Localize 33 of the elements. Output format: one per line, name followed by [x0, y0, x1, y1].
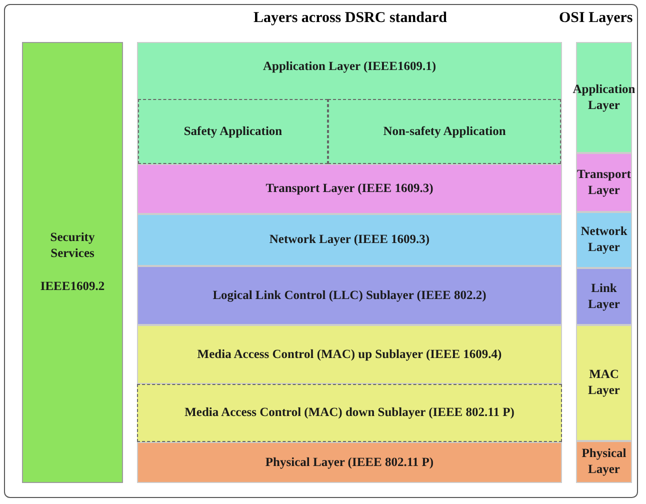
layer-label: Application Layer	[572, 82, 636, 114]
layer-label: Physical Layer (IEEE 802.11 P)	[264, 454, 435, 470]
layer-label: Network Layer	[580, 224, 628, 256]
column-heading: OSI Layers	[559, 10, 633, 27]
layer-label: Network Layer (IEEE 1609.3)	[268, 232, 431, 248]
layer-label: IEEE1609.2	[39, 279, 106, 295]
layer-box	[137, 266, 562, 325]
layer-box	[328, 99, 561, 164]
layer-label: Safety Application	[182, 124, 284, 140]
layer-box	[576, 268, 632, 325]
layer-label: Physical Layer	[580, 446, 628, 478]
layer-box	[576, 325, 632, 441]
layer-label: Transport Layer	[576, 166, 632, 198]
layer-label: Non-safety Application	[382, 124, 507, 140]
column-heading: Layers across DSRC standard	[254, 10, 447, 27]
layer-label: Transport Layer (IEEE 1609.3)	[264, 181, 434, 197]
layer-box	[137, 325, 562, 384]
layer-label: Application Layer (IEEE1609.1)	[262, 59, 438, 75]
layer-box	[22, 42, 123, 483]
layer-label: Link Layer	[587, 280, 621, 312]
layer-label: Media Access Control (MAC) up Sublayer (IEEE 1609.4)	[196, 346, 503, 362]
layer-box	[576, 212, 632, 268]
layer-label: Logical Link Control (LLC) Sublayer (IEEE 802.2)	[212, 288, 488, 304]
layer-label: Media Access Control (MAC) down Sublayer (IEEE 802.11 P)	[184, 405, 516, 421]
layer-box	[137, 214, 562, 266]
layer-box	[576, 153, 632, 212]
layer-box	[138, 99, 328, 164]
layer-label: Security Services	[49, 230, 96, 262]
layer-label: MAC Layer	[587, 367, 621, 399]
layer-box	[137, 442, 562, 483]
layer-box	[137, 384, 562, 442]
layer-box	[137, 42, 562, 164]
layer-box	[137, 164, 562, 214]
